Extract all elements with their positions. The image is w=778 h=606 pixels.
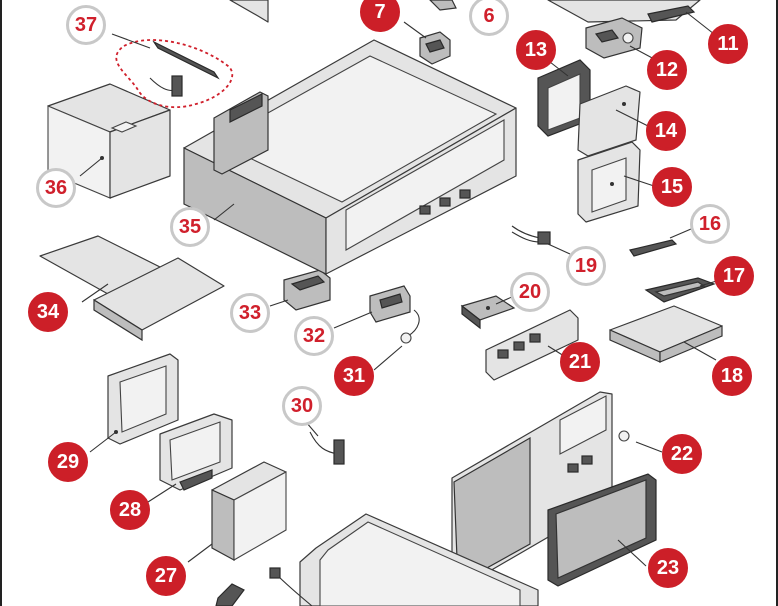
part-29-bracket-frame — [89, 353, 179, 453]
part-37-antenna — [111, 33, 234, 108]
part-usb-cable — [269, 567, 313, 606]
callout-21: 21 — [560, 342, 600, 382]
callout-37-label: 37 — [74, 13, 98, 36]
callout-6-label: 6 — [483, 4, 495, 27]
callout-31: 31 — [334, 356, 374, 396]
part-31-sensor — [373, 309, 420, 371]
callout-28-label: 28 — [118, 498, 142, 521]
callout-6: 6 — [469, 0, 509, 36]
callout-12-label: 12 — [655, 58, 679, 81]
part-22-front-bezel — [451, 391, 663, 587]
callout-30: 30 — [282, 386, 322, 426]
part-28-drive-caddy — [147, 413, 233, 503]
callout-29: 29 — [48, 442, 88, 482]
callout-29-label: 29 — [56, 450, 80, 473]
callout-19: 19 — [566, 246, 606, 286]
callout-36-label: 36 — [44, 176, 68, 199]
callout-27-label: 27 — [154, 564, 178, 587]
part-14-ssd — [577, 85, 649, 157]
part-19-cable — [511, 225, 571, 255]
callout-23: 23 — [648, 548, 688, 588]
callout-27: 27 — [146, 556, 186, 596]
callout-37: 37 — [66, 5, 106, 45]
part-18-optical-drive — [609, 305, 723, 363]
callout-33: 33 — [230, 293, 270, 333]
part-35-chassis — [183, 39, 517, 275]
callout-28: 28 — [110, 490, 150, 530]
callout-30-label: 30 — [290, 394, 314, 417]
callout-13: 13 — [516, 30, 556, 70]
part-power-cord — [215, 583, 245, 606]
callout-7: 7 — [360, 0, 400, 32]
callout-22-label: 22 — [670, 442, 694, 465]
callout-32-label: 32 — [302, 324, 326, 347]
callout-23-label: 23 — [656, 556, 680, 579]
callout-18-label: 18 — [720, 364, 744, 387]
callout-17: 17 — [714, 256, 754, 296]
part-30-sata-cable — [305, 421, 345, 465]
callout-35: 35 — [170, 207, 210, 247]
part-33-fan — [269, 269, 331, 311]
callout-14-label: 14 — [654, 119, 678, 142]
callout-13-label: 13 — [524, 38, 548, 61]
callout-12: 12 — [647, 50, 687, 90]
callout-18: 18 — [712, 356, 752, 396]
callout-14: 14 — [646, 111, 686, 151]
callout-34: 34 — [28, 292, 68, 332]
callout-15-label: 15 — [660, 175, 684, 198]
part-21-io-bracket — [485, 309, 579, 381]
part-11-strip — [647, 5, 715, 35]
part-16-cable — [629, 225, 699, 257]
callout-11-label: 11 — [717, 32, 739, 55]
callout-35-label: 35 — [178, 215, 202, 238]
callout-32: 32 — [294, 316, 334, 356]
part-keyboard — [299, 513, 539, 606]
part-6-fragment — [429, 0, 457, 11]
callout-20-label: 20 — [518, 280, 542, 303]
part-20-board — [460, 295, 516, 330]
callout-7-label: 7 — [374, 0, 386, 23]
callout-33-label: 33 — [238, 301, 262, 324]
callout-22: 22 — [662, 434, 702, 474]
callout-20: 20 — [510, 272, 550, 312]
callout-11: 11 — [708, 24, 748, 64]
part-13-drive-bracket — [537, 59, 591, 137]
part-23-dust-filter — [547, 473, 657, 587]
callout-34-label: 34 — [36, 300, 60, 323]
part-17-card-reader — [644, 277, 721, 303]
part-7-bracket — [403, 21, 451, 65]
callout-16: 16 — [690, 204, 730, 244]
part-top-left-fragment — [229, 0, 269, 23]
callout-16-label: 16 — [698, 212, 722, 235]
part-15-drive-cage — [577, 141, 655, 223]
callout-15: 15 — [652, 167, 692, 207]
part-12-bracket — [585, 17, 657, 61]
callout-31-label: 31 — [342, 364, 366, 387]
part-32-switch — [333, 285, 411, 329]
callout-36: 36 — [36, 168, 76, 208]
part-34-stand — [39, 235, 225, 342]
callout-19-label: 19 — [574, 254, 598, 277]
callout-21-label: 21 — [568, 350, 592, 373]
part-27-hard-drive — [187, 461, 287, 563]
callout-17-label: 17 — [722, 264, 746, 287]
